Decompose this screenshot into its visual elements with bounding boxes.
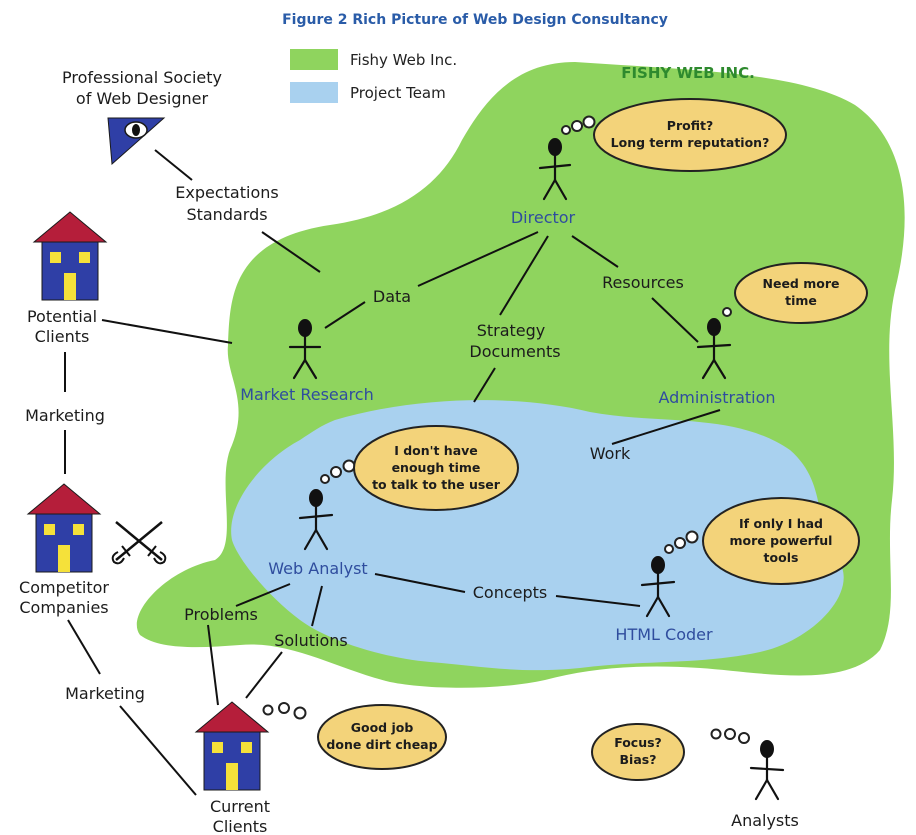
society-badge-icon bbox=[107, 117, 166, 166]
org-name: FISHY WEB INC. bbox=[621, 64, 755, 82]
line-director-resources bbox=[571, 235, 619, 268]
potential-clients-house-icon bbox=[32, 211, 108, 301]
relation-problems: Problems bbox=[184, 605, 258, 624]
role-market-research: Market Research bbox=[240, 385, 373, 404]
line-solutions-current-clients bbox=[245, 651, 283, 699]
director-thought-bubble bbox=[593, 98, 787, 172]
administration-thought-dots bbox=[722, 307, 732, 317]
current-clients-thought-dots bbox=[262, 702, 307, 720]
competitor-line2: Companies bbox=[19, 598, 108, 617]
current-clients-line2: Clients bbox=[213, 817, 268, 835]
current-clients-house-icon bbox=[194, 701, 270, 791]
legend-swatch-company bbox=[290, 49, 338, 70]
competitor-line1: Competitor bbox=[19, 578, 109, 597]
line-competitor-marketing bbox=[67, 619, 101, 675]
html-coder-thought-line3: tools bbox=[764, 550, 799, 565]
web-analyst-thought-bubble bbox=[353, 425, 519, 511]
director-thought-line2: Long term reputation? bbox=[611, 135, 770, 150]
crossed-swords-icon bbox=[111, 521, 167, 565]
analysts-figure-icon bbox=[749, 740, 785, 801]
director-thought-line1: Profit? bbox=[667, 118, 713, 133]
relation-standards: Standards bbox=[186, 205, 267, 224]
web-analyst-figure-icon bbox=[298, 489, 334, 551]
line-problems-current-clients bbox=[207, 624, 219, 706]
html-coder-figure-icon bbox=[640, 556, 676, 618]
line-analyst-concepts bbox=[374, 573, 466, 593]
competitor-house-icon bbox=[26, 483, 102, 573]
relation-solutions: Solutions bbox=[274, 631, 348, 650]
society-name-line2: of Web Designer bbox=[76, 89, 209, 108]
current-clients-thought-line1: Good job bbox=[351, 720, 414, 735]
relation-resources: Resources bbox=[602, 273, 684, 292]
role-director: Director bbox=[511, 208, 576, 227]
administration-thought-line1: Need more bbox=[763, 276, 840, 291]
analysts-thought-line1: Focus? bbox=[614, 735, 662, 750]
html-coder-thought-bubble bbox=[702, 497, 860, 585]
analysts-thought-line2: Bias? bbox=[620, 752, 657, 767]
line-documents-team bbox=[473, 367, 496, 403]
relation-strategy: Strategy bbox=[477, 321, 546, 340]
relation-concepts: Concepts bbox=[473, 583, 548, 602]
administration-thought-bubble bbox=[734, 262, 868, 324]
role-analysts: Analysts bbox=[731, 811, 799, 830]
line-standards-company bbox=[261, 231, 321, 273]
html-coder-thought-line1: If only I had bbox=[739, 516, 823, 531]
administration-figure-icon bbox=[696, 318, 732, 380]
line-analyst-solutions bbox=[311, 585, 323, 627]
society-name-line1: Professional Society bbox=[62, 68, 222, 87]
potential-clients-line2: Clients bbox=[35, 327, 90, 346]
web-analyst-thought-line2: enough time bbox=[392, 460, 481, 475]
relation-data: Data bbox=[373, 287, 411, 306]
market-research-figure-icon bbox=[288, 319, 322, 380]
director-figure-icon bbox=[538, 138, 572, 201]
line-potential-clients-company bbox=[101, 319, 233, 344]
current-clients-thought-bubble bbox=[317, 704, 447, 770]
line-concepts-coder bbox=[555, 595, 641, 607]
html-coder-thought-line2: more powerful bbox=[730, 533, 833, 548]
analysts-thought-dots bbox=[710, 728, 750, 744]
line-resources-administration bbox=[651, 297, 699, 343]
relation-documents: Documents bbox=[469, 342, 560, 361]
line-society-expectations bbox=[154, 149, 193, 181]
analysts-thought-bubble bbox=[591, 723, 685, 781]
role-web-analyst: Web Analyst bbox=[268, 559, 367, 578]
legend: Fishy Web Inc. Project Team bbox=[290, 49, 457, 103]
relation-marketing-top: Marketing bbox=[25, 406, 105, 425]
html-coder-thought-dots bbox=[664, 530, 699, 554]
administration-thought-line2: time bbox=[785, 293, 817, 308]
line-analyst-problems bbox=[235, 583, 291, 607]
figure-title: Figure 2 Rich Picture of Web Design Cons… bbox=[282, 12, 668, 28]
line-director-data bbox=[417, 231, 539, 287]
legend-label-team: Project Team bbox=[350, 84, 446, 102]
role-html-coder: HTML Coder bbox=[615, 625, 713, 644]
legend-label-company: Fishy Web Inc. bbox=[350, 51, 457, 69]
relation-work: Work bbox=[590, 444, 631, 463]
current-clients-line1: Current bbox=[210, 797, 270, 816]
current-clients-thought-line2: done dirt cheap bbox=[326, 737, 437, 752]
connector-lines bbox=[64, 149, 721, 796]
web-analyst-thought-line3: to talk to the user bbox=[372, 477, 501, 492]
web-analyst-thought-dots bbox=[320, 459, 356, 484]
relation-expectations: Expectations bbox=[175, 183, 278, 202]
line-data-market-research bbox=[324, 301, 366, 329]
director-thought-dots bbox=[561, 115, 596, 135]
line-work-administration bbox=[611, 409, 721, 445]
legend-swatch-team bbox=[290, 82, 338, 103]
line-marketing-current-clients bbox=[119, 705, 197, 796]
line-director-strategy bbox=[499, 235, 549, 316]
potential-clients-line1: Potential bbox=[27, 307, 97, 326]
role-administration: Administration bbox=[658, 388, 775, 407]
relation-marketing-bottom: Marketing bbox=[65, 684, 145, 703]
web-analyst-thought-line1: I don't have bbox=[394, 443, 478, 458]
